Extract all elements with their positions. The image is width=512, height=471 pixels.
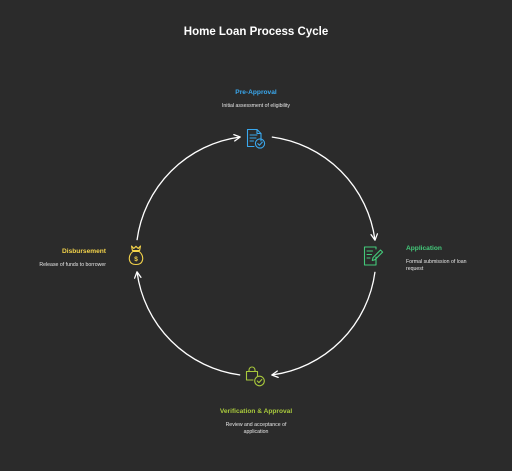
pre-approval-label: Pre-Approval — [235, 89, 277, 96]
form-pencil-icon — [363, 246, 384, 266]
arrow-verification-to-disbursement — [133, 271, 241, 376]
bag-check-icon — [245, 366, 265, 387]
verification-approval-description: Review and acceptance of application — [225, 422, 287, 435]
verification-approval-label: Verification & Approval — [219, 408, 293, 415]
application-description: Formal submission of loan request — [406, 259, 467, 272]
pre-approval-description: Initial assessment of eligibility — [221, 103, 291, 109]
svg-text:$: $ — [134, 256, 138, 263]
page-title: Home Loan Process Cycle — [183, 26, 329, 38]
disbursement-description: Release of funds to borrower — [39, 262, 106, 268]
arrow-application-to-verification — [271, 271, 376, 379]
document-check-icon — [246, 128, 266, 149]
disbursement-label: Disbursement — [62, 248, 106, 255]
arrow-disbursement-to-pre-approval — [136, 133, 241, 241]
money-bag-icon: $ — [128, 245, 144, 266]
application-label: Application — [406, 245, 442, 252]
arrow-pre-approval-to-application — [271, 136, 379, 241]
